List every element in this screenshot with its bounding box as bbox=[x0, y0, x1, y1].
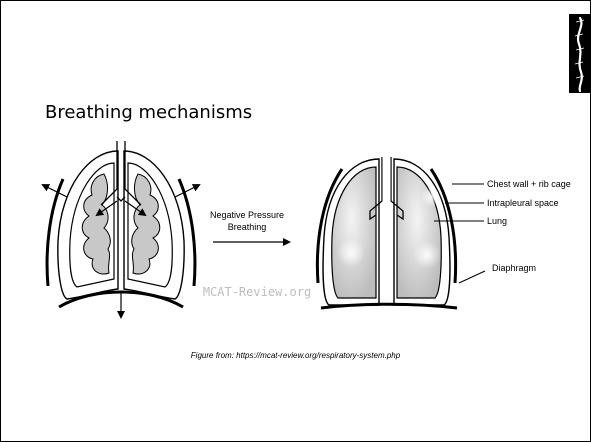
relaxed-diaphragm bbox=[321, 304, 457, 308]
leader-diaphragm bbox=[459, 271, 485, 283]
left-lung-diagram bbox=[43, 141, 199, 317]
label-intrapleural-space: Intrapleural space bbox=[487, 198, 559, 208]
lung-highlight-2 bbox=[413, 241, 441, 269]
lung-highlight-3 bbox=[421, 187, 441, 207]
chest-expansion-arrow-right bbox=[175, 185, 199, 197]
negative-pressure-label-line1: Negative Pressure bbox=[210, 210, 284, 220]
label-lung: Lung bbox=[487, 216, 507, 226]
label-diaphragm: Diaphragm bbox=[492, 263, 536, 273]
right-lung-diagram: Chest wall + rib cage Intrapleural space… bbox=[317, 157, 570, 308]
watermark: MCAT-Review.org bbox=[203, 285, 311, 299]
label-chest-wall: Chest wall + rib cage bbox=[487, 179, 571, 189]
chest-expansion-arrow-left bbox=[43, 185, 67, 197]
figure-caption: Figure from: https://mcat-review.org/res… bbox=[1, 351, 590, 360]
lung-highlight-1 bbox=[337, 239, 365, 267]
negative-pressure-label-line2: Breathing bbox=[228, 222, 267, 232]
negative-pressure-label: Negative Pressure Breathing bbox=[210, 210, 289, 242]
right-trachea-fill bbox=[383, 157, 391, 205]
